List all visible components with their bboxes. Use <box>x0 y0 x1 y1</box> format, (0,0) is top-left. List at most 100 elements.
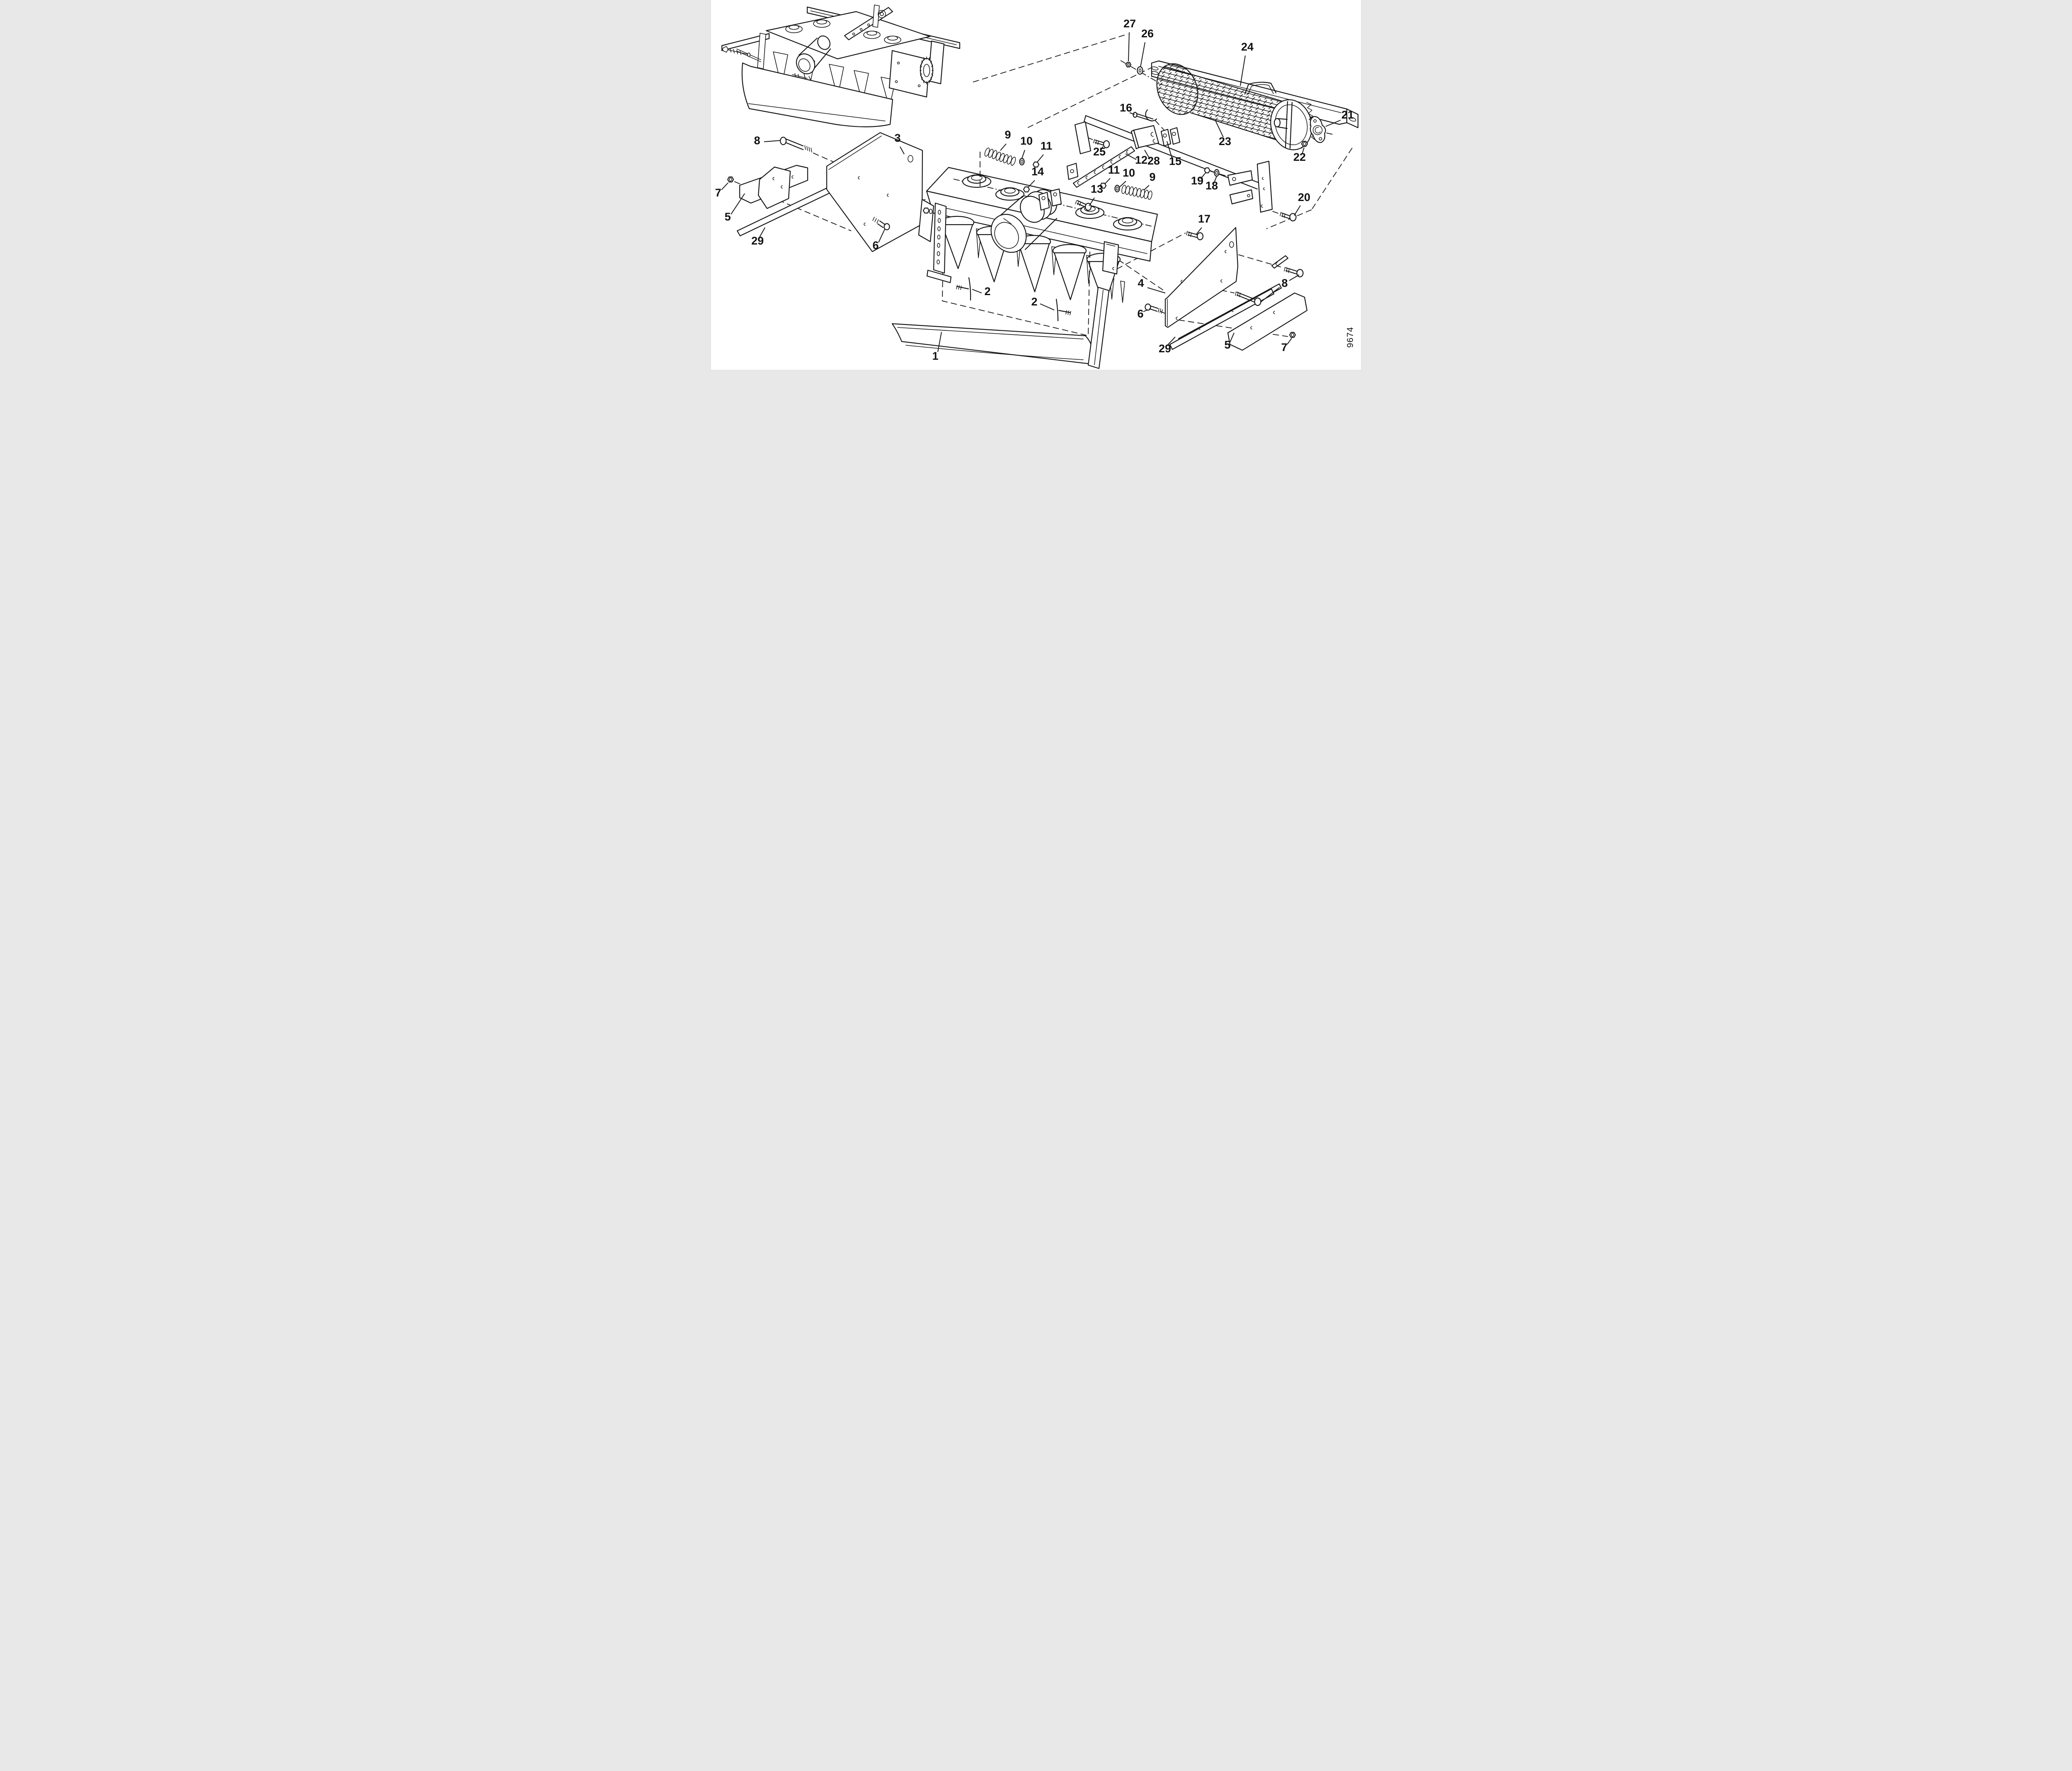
callout-leader-3 <box>900 146 905 155</box>
left-scraper-group <box>727 132 923 252</box>
callout-20: 20 <box>1298 191 1310 204</box>
callout-6: 6 <box>872 239 879 252</box>
callout-10: 10 <box>1123 167 1135 179</box>
callout-leader-9 <box>1143 185 1150 191</box>
lynch-pin-16 <box>1133 109 1157 122</box>
callout-17: 17 <box>1198 213 1210 225</box>
callout-leader-22 <box>1302 147 1305 155</box>
callout-leader-2 <box>1040 303 1055 310</box>
body-left-end <box>918 199 934 242</box>
hex-nut-14 <box>1023 186 1030 193</box>
callout-29: 29 <box>1159 342 1171 355</box>
callout-10: 10 <box>1020 135 1033 147</box>
callout-7: 7 <box>1281 341 1287 354</box>
callout-leader-6 <box>878 229 885 243</box>
machine-sprocket <box>920 56 934 85</box>
callout-leader-14 <box>1028 180 1035 188</box>
callout-leader-29 <box>1167 337 1176 346</box>
callout-27: 27 <box>1123 17 1136 30</box>
hex-nut-27 <box>1125 62 1132 68</box>
callout-leader-1 <box>937 332 942 352</box>
hex-nut-7-left <box>727 176 734 183</box>
callout-leader-12 <box>1125 153 1137 160</box>
machine-tow-bar <box>844 5 893 41</box>
callout-3: 3 <box>894 132 900 144</box>
clevis-ears <box>1160 127 1181 147</box>
frame-ear-bracket <box>1066 162 1079 180</box>
hex-bolt-8-left <box>779 136 812 153</box>
callout-leader-13 <box>1089 197 1095 206</box>
callout-7: 7 <box>715 187 721 199</box>
callout-8: 8 <box>754 134 760 147</box>
callout-leader-11 <box>1037 154 1044 162</box>
wear-strip-29-right <box>1169 288 1275 350</box>
hex-nut-11-left <box>1032 161 1040 168</box>
hex-bolt-20 <box>1280 212 1297 222</box>
strip-end-bar <box>1271 255 1289 269</box>
callout-leader-7 <box>1287 338 1292 345</box>
callout-leader-8 <box>1289 274 1300 281</box>
callout-6: 6 <box>1137 308 1143 320</box>
callout-leader-23 <box>1215 120 1224 138</box>
callout-leader-24 <box>1240 55 1246 86</box>
exploded-parts-diagram: 2726241621222383752969101114252812151311… <box>715 5 1359 369</box>
main-body-group <box>918 152 1158 337</box>
callout-15: 15 <box>1169 155 1181 167</box>
callout-leader-5 <box>731 193 745 215</box>
callout-leader-8 <box>764 140 780 142</box>
machine-tube <box>796 35 831 75</box>
callout-leader-16 <box>1129 112 1135 115</box>
side-plate-3 <box>826 132 923 252</box>
callout-22: 22 <box>1293 151 1306 163</box>
hex-nut-7-right <box>1289 332 1296 338</box>
callout-leader-7 <box>721 182 729 190</box>
callout-leader-4 <box>1147 287 1166 293</box>
callout-leader-20 <box>1294 205 1301 216</box>
callout-leader-11 <box>1104 178 1111 184</box>
callout-1: 1 <box>932 350 938 362</box>
callout-leader-28 <box>1144 150 1150 160</box>
callout-18: 18 <box>1205 179 1218 192</box>
callout-2: 2 <box>984 285 990 298</box>
right-scraper-group <box>1145 227 1308 351</box>
frame-vertical-plate <box>1074 121 1092 155</box>
hex-bolt-6-right <box>1145 303 1163 314</box>
callout-5: 5 <box>724 211 731 223</box>
callout-8: 8 <box>1281 277 1288 289</box>
washer-18 <box>1214 169 1220 177</box>
callout-leader-17 <box>1196 227 1202 235</box>
assembled-machine-inset <box>721 5 961 128</box>
callout-leader-15 <box>1167 141 1173 160</box>
hex-nut-19 <box>1204 167 1210 174</box>
callout-21: 21 <box>1341 109 1354 121</box>
callout-9: 9 <box>1149 171 1155 183</box>
callout-leader-27 <box>1128 32 1130 62</box>
callout-29: 29 <box>751 235 764 247</box>
callout-leader-10 <box>1119 181 1126 187</box>
machine-blade <box>741 62 893 128</box>
callout-leader-5 <box>1230 332 1234 343</box>
callout-leader-21 <box>1325 120 1341 127</box>
bearing-flange-21 <box>1310 116 1326 143</box>
callout-24: 24 <box>1241 41 1254 53</box>
body-cones <box>940 216 1125 306</box>
callout-11: 11 <box>1041 140 1053 152</box>
hex-bolt-25 <box>1093 139 1110 148</box>
callout-14: 14 <box>1031 165 1044 178</box>
callout-19: 19 <box>1191 174 1203 187</box>
callout-leader-29 <box>759 227 765 237</box>
left-adjust-rail <box>926 202 952 283</box>
callout-leader-8 <box>1260 287 1280 303</box>
callout-leader-19 <box>1200 172 1206 179</box>
callout-leader-25 <box>1101 146 1104 150</box>
washer-26 <box>1137 66 1143 75</box>
callout-26: 26 <box>1141 27 1154 40</box>
spring-9-left <box>984 148 1016 166</box>
hex-nut-11-right <box>1099 182 1107 189</box>
blade-group <box>891 202 1110 369</box>
t-bolt-2-right <box>1055 298 1071 322</box>
side-plate-4 <box>1164 227 1239 328</box>
callout-9: 9 <box>1005 128 1011 141</box>
machine-left-links <box>722 33 812 82</box>
